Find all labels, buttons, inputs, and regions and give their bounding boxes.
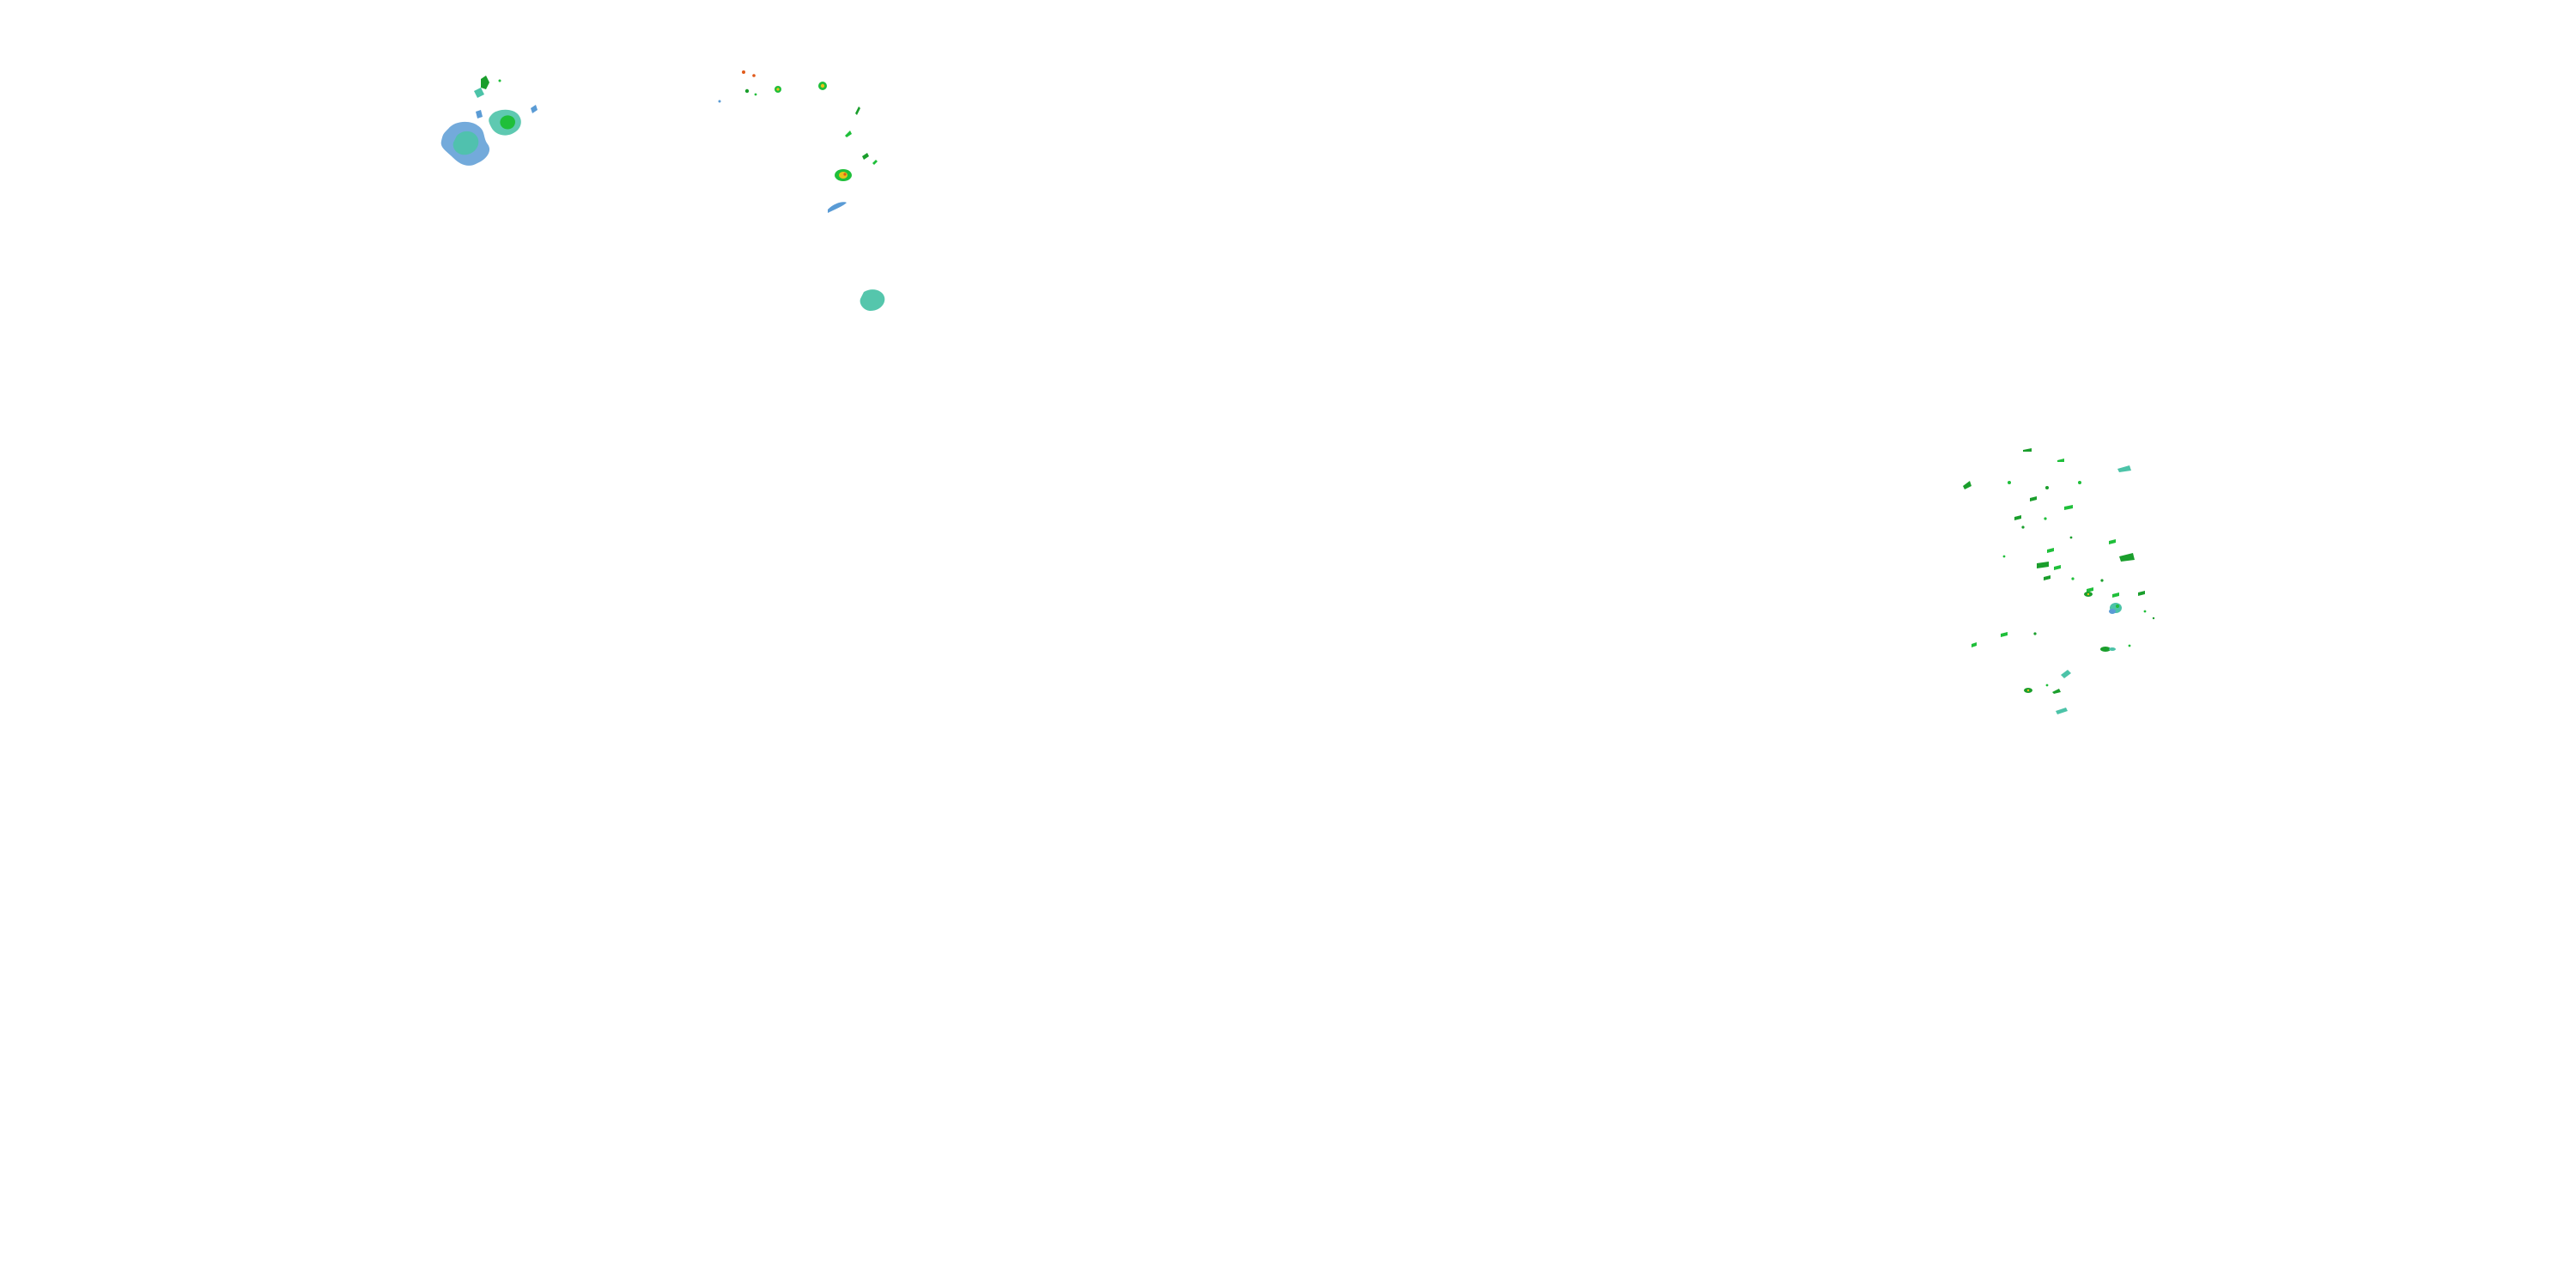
precip-streak-heavy [2112, 592, 2119, 598]
precip-speck-light [718, 100, 721, 103]
precip-speck-heavy [2008, 481, 2011, 484]
precip-cell-moderate [2109, 647, 2116, 651]
precip-streak-moderate [2056, 708, 2068, 714]
precip-core-intense [776, 88, 780, 91]
precip-streak-heavy [2138, 591, 2145, 596]
precip-cell-light [2109, 609, 2116, 614]
precip-streak-heavy [2054, 565, 2061, 570]
precip-cell-northeast [489, 109, 521, 136]
precip-streak-heavy [2014, 515, 2021, 520]
precip-core-intense [839, 172, 848, 179]
precip-streak-heavy [2057, 459, 2064, 462]
precip-speck-heavy [2002, 555, 2006, 558]
precip-core-intense [2087, 592, 2090, 596]
precip-cell-compact [775, 86, 781, 93]
precip-streak-heavy [872, 160, 878, 165]
precip-streak-moderate [2117, 465, 2131, 472]
precip-speck-heavy [2152, 617, 2155, 620]
precip-speck-heavy [2021, 526, 2025, 529]
precip-streak-heavy [855, 106, 860, 115]
precip-speck-heavy [744, 88, 750, 94]
precip-cell-compact [2100, 647, 2116, 652]
precip-cell-large-west [440, 121, 490, 166]
precip-cell-compact [2109, 603, 2122, 614]
precip-speck-heavy [2044, 517, 2047, 520]
precip-cell-light [476, 110, 483, 118]
precip-speck-heavy [2033, 632, 2037, 635]
precip-speck-heavy [2045, 486, 2049, 489]
precip-cell-moderate [474, 88, 484, 98]
precip-speck-heavy [2071, 577, 2075, 580]
precip-streak-heavy [2023, 448, 2032, 452]
precip-cell-heavy [500, 115, 515, 130]
precip-streak-heavy [862, 153, 869, 160]
precip-speck-extreme [752, 74, 756, 77]
precip-speck-heavy [2045, 683, 2049, 687]
precip-cell-moderate [860, 289, 885, 311]
precip-speck-extreme [742, 70, 745, 74]
precip-band-north-central [718, 70, 885, 311]
precip-cell-moderate [453, 131, 479, 155]
precip-speck-heavy [498, 79, 501, 82]
precip-cell-heavy [2100, 647, 2111, 652]
precip-streak-heavy [2064, 505, 2073, 510]
precip-streak-heavy [2087, 587, 2093, 592]
precip-cell-compact [2024, 688, 2032, 693]
precip-core-extreme [843, 173, 847, 176]
precip-streak-heavy [2052, 689, 2061, 694]
precip-speck-heavy [2128, 644, 2131, 647]
precip-speck-heavy [754, 93, 757, 96]
precip-streak-heavy [2119, 553, 2135, 562]
precip-field-east [1963, 448, 2155, 714]
precip-streak-light [828, 202, 847, 213]
precip-cell-compact [818, 82, 827, 90]
precip-cluster-northwest [440, 76, 538, 166]
precip-streak-heavy [1963, 481, 1971, 489]
precip-streak-heavy [2047, 548, 2054, 553]
precip-core-intense [820, 83, 825, 88]
precip-cell-light [531, 105, 538, 113]
precip-streak-heavy [1971, 642, 1977, 647]
precip-streak-heavy [845, 131, 852, 137]
precip-speck-heavy [2078, 481, 2081, 484]
precip-streak-moderate [2061, 670, 2071, 678]
precip-streak-heavy [2044, 575, 2050, 580]
precip-streak-heavy [2037, 562, 2049, 568]
precip-cell-heavy [481, 76, 489, 89]
precip-streak-heavy [2030, 496, 2037, 501]
precip-cell-compact [2084, 592, 2093, 597]
precip-cell-compact [835, 169, 852, 181]
precip-core-heavy [2116, 605, 2119, 608]
precip-speck-heavy [2069, 536, 2073, 539]
precip-speck-heavy [2143, 610, 2147, 613]
precip-core-intense [2026, 689, 2030, 692]
precip-speck-heavy [2100, 579, 2104, 582]
precip-streak-heavy [2001, 632, 2008, 637]
precip-streak-heavy [2109, 539, 2116, 544]
